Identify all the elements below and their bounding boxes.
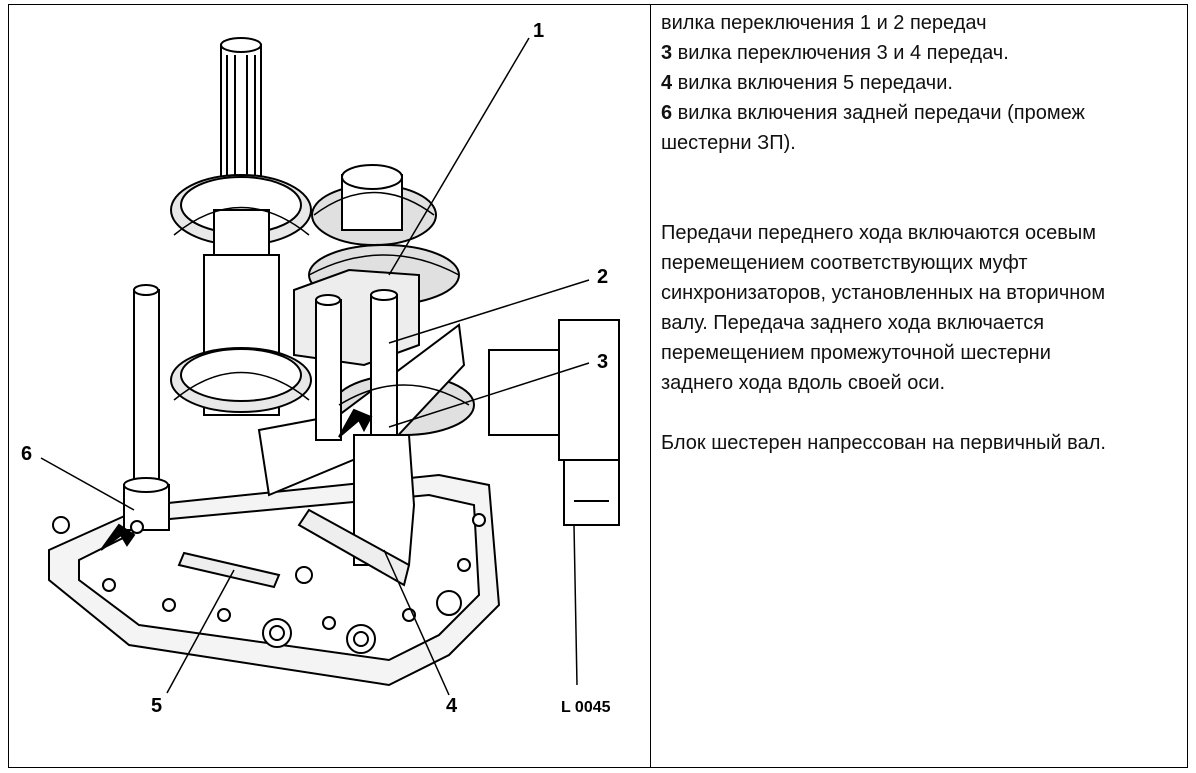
- spacer: [661, 158, 1181, 218]
- arrow-6: [100, 523, 136, 551]
- description-line: перемещением промежуточной шестерни: [661, 342, 1051, 364]
- note-line: Блок шестерен напрессован на первичный в…: [661, 432, 1106, 454]
- callout-3: 3: [597, 351, 608, 373]
- output-bearing: [488, 319, 620, 526]
- description-line: перемещением соответствующих муфт: [661, 252, 1028, 274]
- gearbox-figure-cell: 1 2 3 4 5 6 L 0045: [9, 5, 649, 767]
- legend-line: шестерни ЗП).: [661, 132, 796, 154]
- description-cell: вилка переключения 1 и 2 передач 3 вилка…: [661, 8, 1181, 458]
- input-shaft: [170, 37, 312, 416]
- description-line: валу. Передача заднего хода включается: [661, 312, 1045, 334]
- cell-divider: [650, 4, 651, 768]
- description-line: заднего хода вдоль своей оси.: [661, 372, 946, 394]
- spacer: [661, 398, 1181, 428]
- gearbox-diagram: 1 2 3 4 5 6 L 0045: [21, 20, 620, 717]
- callout-2: 2: [597, 266, 608, 288]
- shift-fork-block: [257, 268, 466, 587]
- reverse-shift-rod: [123, 284, 170, 534]
- callout-4: 4: [446, 695, 458, 717]
- legend-line: вилка переключения 1 и 2 передач: [661, 12, 987, 34]
- legend-line: 3 вилка переключения 3 и 4 передач.: [661, 42, 1009, 64]
- callout-1: 1: [533, 20, 544, 42]
- callout-6: 6: [21, 443, 32, 465]
- table-frame: [8, 4, 1188, 768]
- description-line: Передачи переднего хода включаются осевы…: [661, 222, 1096, 244]
- arrow-3: [338, 408, 373, 438]
- description-line: синхронизаторов, установленных на вторич…: [661, 282, 1106, 304]
- idler-shaft: [177, 551, 281, 589]
- callout-5: 5: [151, 695, 162, 717]
- legend-line: 6 вилка включения задней передачи (проме…: [661, 102, 1085, 124]
- figure-id-label: L 0045: [561, 699, 611, 716]
- legend-line: 4 вилка включения 5 передачи.: [661, 72, 953, 94]
